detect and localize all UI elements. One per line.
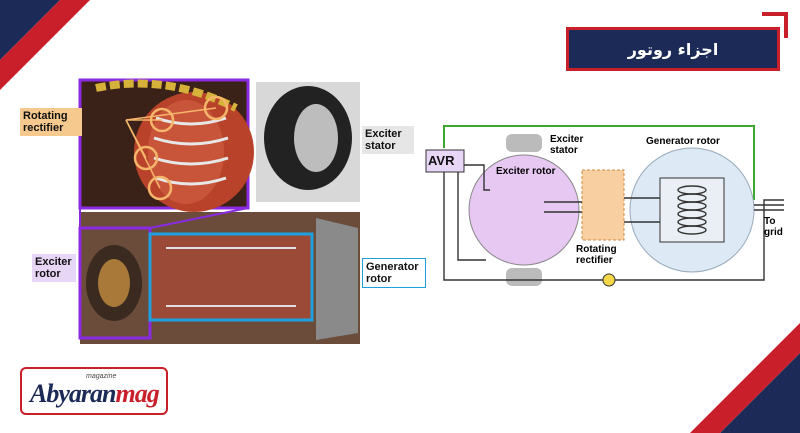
label-exciter-rotor: Exciter rotor: [32, 254, 76, 282]
label-exciter-stator: Exciter stator: [362, 126, 414, 154]
rotor-photo-illustration: [78, 78, 360, 344]
diagram-exciter-stator-label: Exciter stator: [550, 134, 584, 156]
excitation-schematic: [425, 125, 784, 287]
logo-sub: magazine: [86, 373, 117, 380]
logo-brand-a: Abyaran: [30, 379, 116, 408]
page-title: اجزاء روتور: [566, 27, 780, 71]
diagram-generator-rotor-label: Generator rotor: [646, 136, 720, 147]
abyaranmag-logo: magazine Abyaranmag: [20, 367, 168, 415]
excitation-diagram: AVR Exciter stator Exciter rotor Generat…: [424, 120, 796, 310]
label-rotating-rectifier: Rotating rectifier: [20, 108, 82, 136]
diagram-rotating-rectifier-label: Rotating rectifier: [576, 244, 617, 266]
rotor-photo-panel: Rotating rectifier Exciter stator Excite…: [20, 78, 433, 348]
diagram-exciter-rotor-label: Exciter rotor: [496, 166, 556, 177]
to-grid-label: To grid: [764, 216, 783, 238]
avr-label: AVR: [428, 153, 455, 168]
label-generator-rotor: Generator rotor: [362, 258, 426, 288]
logo-brand-b: mag: [115, 379, 159, 408]
